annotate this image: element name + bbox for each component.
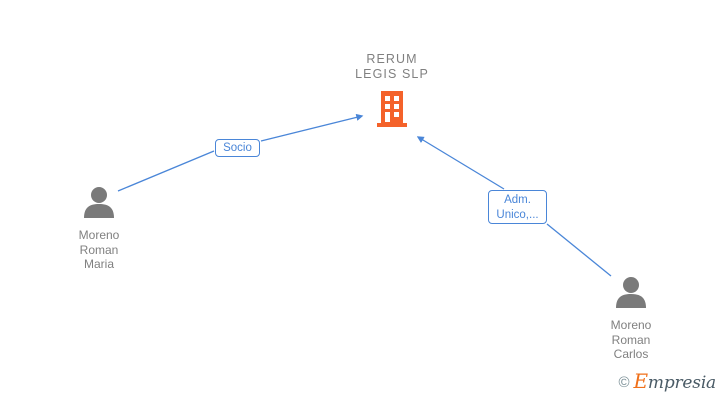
edge-adm — [546, 223, 612, 277]
company-name: RERUM LEGIS SLP — [355, 52, 429, 81]
relation-label-socio[interactable]: Socio — [215, 139, 260, 157]
watermark: © Empresia — [618, 371, 717, 393]
edge-socio-head — [260, 113, 364, 142]
building-icon[interactable] — [375, 88, 409, 128]
relation-label-adm-unico[interactable]: Adm. Unico,... — [488, 190, 547, 224]
person-icon[interactable] — [614, 276, 648, 308]
copyright-icon: © — [618, 374, 630, 391]
person-name: Moreno Roman Carlos — [610, 318, 652, 361]
edge-adm-head — [416, 136, 505, 190]
edge-socio — [117, 150, 215, 192]
company-node[interactable]: RERUM LEGIS SLP — [322, 52, 462, 133]
brand-initial: E — [633, 369, 649, 393]
person-node-moreno-roman-carlos[interactable]: Moreno Roman Carlos — [576, 276, 686, 362]
person-node-moreno-roman-maria[interactable]: Moreno Roman Maria — [44, 186, 154, 272]
brand-logo: Empresia — [634, 371, 717, 393]
person-name: Moreno Roman Maria — [78, 228, 120, 271]
brand-rest: mpresia — [647, 373, 716, 393]
person-icon[interactable] — [82, 186, 116, 218]
